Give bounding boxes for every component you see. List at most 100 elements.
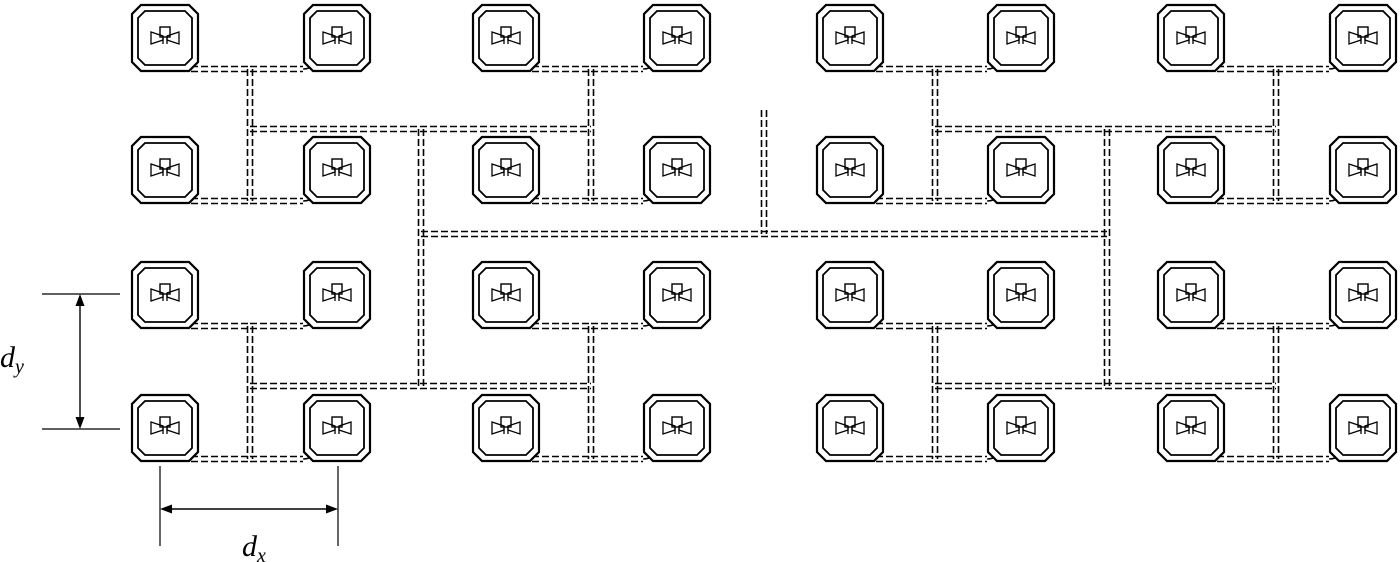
antenna-element bbox=[471, 3, 541, 73]
element-inner-border bbox=[137, 142, 193, 198]
dx-arrow-left-icon bbox=[160, 504, 172, 514]
pair-feed-line bbox=[876, 197, 935, 205]
element-inner-border bbox=[649, 142, 705, 198]
input-port-feed bbox=[760, 110, 768, 234]
pair-feed-line bbox=[935, 65, 987, 73]
element-inner-border bbox=[309, 267, 365, 323]
element-inner-border bbox=[309, 10, 365, 66]
element-array bbox=[130, 3, 1398, 463]
feed-post-icon bbox=[159, 283, 171, 295]
dy-label: dy bbox=[0, 341, 24, 378]
feed-post-icon bbox=[844, 158, 856, 170]
element-inner-border bbox=[649, 10, 705, 66]
antenna-element bbox=[642, 393, 712, 463]
main-feed-line bbox=[421, 230, 1107, 238]
antenna-element bbox=[471, 260, 541, 330]
feed-post-icon bbox=[1015, 158, 1027, 170]
antenna-element bbox=[130, 393, 200, 463]
feed-post-icon bbox=[671, 283, 683, 295]
element-inner-border bbox=[1335, 142, 1391, 198]
pair-feed-line bbox=[191, 455, 250, 463]
feed-post-icon bbox=[159, 416, 171, 428]
feed-post-icon bbox=[1357, 26, 1369, 38]
dy-arrow-up-icon bbox=[75, 294, 85, 306]
subarray-feed-line bbox=[250, 382, 591, 390]
element-inner-border bbox=[993, 400, 1049, 456]
element-inner-border bbox=[649, 400, 705, 456]
antenna-element bbox=[302, 393, 372, 463]
pair-feed-line bbox=[1276, 65, 1329, 73]
antenna-element bbox=[1328, 3, 1398, 73]
feed-post-icon bbox=[331, 416, 343, 428]
dx-arrow-right-icon bbox=[326, 504, 338, 514]
element-inner-border bbox=[309, 142, 365, 198]
element-inner-border bbox=[993, 267, 1049, 323]
element-inner-border bbox=[478, 10, 534, 66]
pair-feed-line bbox=[935, 455, 987, 463]
pair-feed-line bbox=[1217, 455, 1276, 463]
antenna-element bbox=[471, 393, 541, 463]
element-inner-border bbox=[309, 400, 365, 456]
pair-vertical-feed bbox=[246, 69, 254, 201]
antenna-element bbox=[1156, 3, 1226, 73]
antenna-element bbox=[1156, 260, 1226, 330]
pair-feed-line bbox=[1276, 197, 1329, 205]
antenna-element bbox=[302, 260, 372, 330]
element-inner-border bbox=[1335, 267, 1391, 323]
pair-feed-line bbox=[250, 197, 303, 205]
dx-label: dx bbox=[242, 530, 266, 562]
pair-feed-line bbox=[191, 197, 250, 205]
element-inner-border bbox=[822, 400, 878, 456]
feed-post-icon bbox=[159, 26, 171, 38]
feed-post-icon bbox=[331, 26, 343, 38]
antenna-element bbox=[302, 135, 372, 205]
antenna-element bbox=[130, 3, 200, 73]
pair-feed-line bbox=[250, 455, 303, 463]
feed-post-icon bbox=[1357, 416, 1369, 428]
pair-feed-line bbox=[1217, 197, 1276, 205]
dimension-annotations: dy dx bbox=[0, 293, 339, 562]
antenna-element bbox=[1328, 260, 1398, 330]
feed-post-icon bbox=[1185, 26, 1197, 38]
pair-feed-line bbox=[1217, 65, 1276, 73]
feed-post-icon bbox=[1015, 26, 1027, 38]
antenna-element bbox=[1156, 393, 1226, 463]
feed-post-icon bbox=[1185, 283, 1197, 295]
pair-feed-line bbox=[876, 65, 935, 73]
pair-feed-line bbox=[591, 322, 643, 330]
element-inner-border bbox=[1163, 10, 1219, 66]
feed-post-icon bbox=[671, 416, 683, 428]
element-inner-border bbox=[1335, 10, 1391, 66]
antenna-element bbox=[642, 135, 712, 205]
feed-post-icon bbox=[331, 283, 343, 295]
antenna-element bbox=[130, 260, 200, 330]
feed-post-icon bbox=[331, 158, 343, 170]
pair-feed-line bbox=[1276, 455, 1329, 463]
antenna-element bbox=[815, 393, 885, 463]
element-inner-border bbox=[478, 400, 534, 456]
element-inner-border bbox=[137, 267, 193, 323]
element-inner-border bbox=[822, 10, 878, 66]
antenna-element bbox=[815, 3, 885, 73]
feed-post-icon bbox=[500, 283, 512, 295]
pair-feed-line bbox=[1276, 322, 1329, 330]
dy-arrow-down-icon bbox=[75, 417, 85, 429]
pair-feed-line bbox=[935, 322, 987, 330]
element-inner-border bbox=[137, 10, 193, 66]
pair-feed-line bbox=[591, 455, 643, 463]
pair-feed-line bbox=[191, 322, 250, 330]
feed-post-icon bbox=[500, 416, 512, 428]
antenna-element bbox=[986, 3, 1056, 73]
feed-post-icon bbox=[844, 26, 856, 38]
antenna-element bbox=[986, 393, 1056, 463]
antenna-element bbox=[1328, 135, 1398, 205]
element-inner-border bbox=[822, 142, 878, 198]
element-inner-border bbox=[993, 142, 1049, 198]
antenna-element bbox=[642, 3, 712, 73]
feed-post-icon bbox=[1015, 283, 1027, 295]
element-inner-border bbox=[993, 10, 1049, 66]
pair-feed-line bbox=[935, 197, 987, 205]
element-inner-border bbox=[822, 267, 878, 323]
antenna-element bbox=[815, 135, 885, 205]
